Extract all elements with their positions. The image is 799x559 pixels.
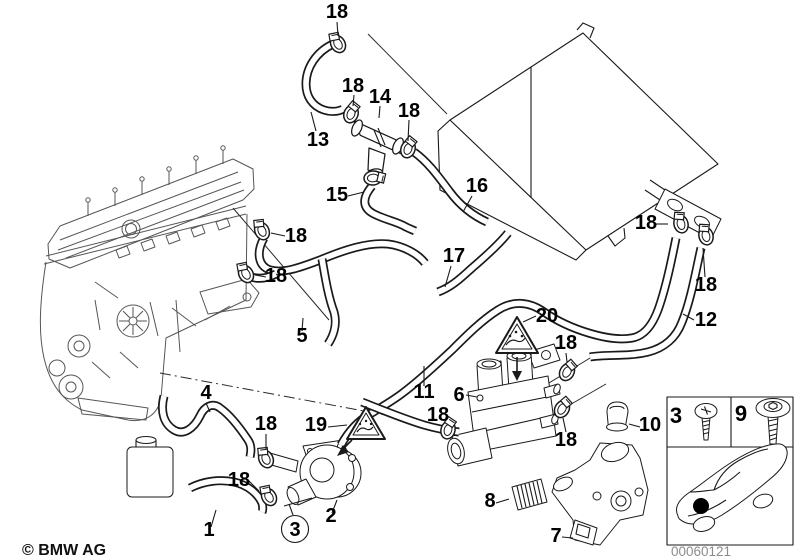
leader-lines xyxy=(205,21,706,539)
part-label-17: 17 xyxy=(443,245,465,267)
hose-12 xyxy=(589,247,706,362)
part-label-4: 4 xyxy=(200,382,212,404)
hose-17 xyxy=(436,230,512,297)
location-dot xyxy=(693,498,709,514)
engine-fan-spokes xyxy=(119,307,147,335)
hoses xyxy=(157,39,706,515)
inset-label-3: 3 xyxy=(670,403,682,428)
engine-coil-bolts xyxy=(85,145,226,216)
hose-13 xyxy=(301,39,346,116)
t-piece-connector xyxy=(351,119,404,178)
part-label-19: 19 xyxy=(305,414,327,436)
part-label-18: 18 xyxy=(342,75,364,97)
part-label-13: 13 xyxy=(307,129,329,151)
auxiliary-water-pump xyxy=(264,439,362,507)
part-label-18: 18 xyxy=(635,212,657,234)
expansion-tank xyxy=(126,436,174,498)
hot-warning-icon-20 xyxy=(495,316,539,381)
part-label-18: 18 xyxy=(427,404,449,426)
part-label-14: 14 xyxy=(369,86,392,108)
document-number: 00060121 xyxy=(671,544,731,559)
foam-pad xyxy=(511,478,548,511)
grommet xyxy=(606,401,629,432)
part-label-18: 18 xyxy=(555,332,577,354)
part-label-20: 20 xyxy=(536,305,558,327)
part-label-5: 5 xyxy=(296,325,307,347)
copyright: © BMW AG xyxy=(22,542,106,559)
part-label-16: 16 xyxy=(466,175,488,197)
part-label-2: 2 xyxy=(325,505,336,527)
clamp-icon xyxy=(253,443,277,471)
part-label-1: 1 xyxy=(203,519,214,541)
clamp-icon xyxy=(249,215,273,243)
part-label-3: 3 xyxy=(289,519,300,541)
screw-icon-torx xyxy=(755,398,791,445)
part-label-18: 18 xyxy=(285,225,307,247)
inset-label-9: 9 xyxy=(735,401,747,426)
hose-16 xyxy=(411,148,489,227)
circled-part-label-3: 3 xyxy=(280,514,310,544)
part-label-11: 11 xyxy=(413,381,434,403)
engine-sketch xyxy=(39,145,260,422)
clamp-icon xyxy=(362,169,388,187)
hose-4 xyxy=(157,394,256,458)
hose-1 xyxy=(187,476,268,515)
part-label-15: 15 xyxy=(326,184,348,206)
part-label-10: 10 xyxy=(639,414,661,436)
mounting-bracket xyxy=(551,441,649,546)
part-label-8: 8 xyxy=(484,490,495,512)
clamp-icon xyxy=(555,356,581,385)
car-location-icon xyxy=(676,443,788,532)
part-label-18: 18 xyxy=(228,469,250,491)
reference-lines xyxy=(159,33,607,429)
part-labels: 18 18 14 13 18 15 16 17 18 18 5 18 18 12… xyxy=(200,1,717,547)
info-box: 3 9 xyxy=(666,396,794,546)
part-label-18: 18 xyxy=(555,429,577,451)
part-label-18: 18 xyxy=(398,100,420,122)
part-label-18: 18 xyxy=(255,413,277,435)
part-label-12: 12 xyxy=(695,309,717,331)
part-label-18: 18 xyxy=(695,274,717,296)
part-label-18: 18 xyxy=(265,265,287,287)
hose-5 xyxy=(246,235,429,347)
hose-15 xyxy=(360,183,418,236)
screw-icon-small xyxy=(694,403,718,441)
hot-warning-icon-19 xyxy=(337,406,386,456)
part-label-7: 7 xyxy=(550,525,561,547)
part-label-18: 18 xyxy=(326,1,348,23)
part-label-6: 6 xyxy=(453,384,464,406)
